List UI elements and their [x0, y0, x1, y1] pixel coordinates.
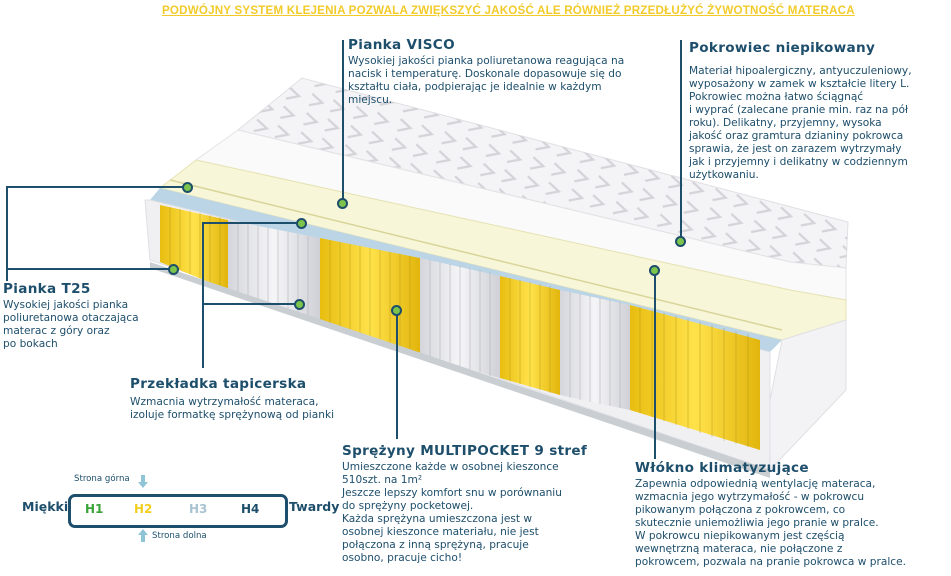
- connector-springs: [396, 309, 398, 439]
- hardness-h2: H2: [134, 502, 153, 516]
- hardness-scale: H1 H2 H3 H4: [68, 494, 288, 528]
- feature-cover-title: Pokrowiec niepikowany: [689, 40, 876, 56]
- connector-padding-bottom: [202, 303, 298, 305]
- hard-label: Twardy: [289, 499, 340, 514]
- arrow-up-icon: [138, 529, 148, 542]
- connector-cover: [680, 40, 682, 240]
- feature-fiber: Włókno klimatyzujące Zapewnia odpowiedni…: [635, 460, 951, 569]
- connector-visco: [342, 40, 344, 202]
- marker-springs: [391, 305, 402, 316]
- marker-padding-top: [296, 218, 307, 229]
- marker-t25-bottom: [168, 264, 179, 275]
- marker-cover: [675, 236, 686, 247]
- feature-springs: Sprężyny MULTIPOCKET 9 stref Umieszczone…: [342, 443, 632, 565]
- hardness-h3: H3: [189, 502, 208, 516]
- feature-fiber-title: Włókno klimatyzujące: [635, 460, 809, 476]
- hardness-h1: H1: [85, 502, 104, 516]
- marker-padding-bottom: [294, 299, 305, 310]
- feature-visco: Pianka VISCO Wysokiej jakości pianka pol…: [348, 37, 678, 107]
- connector-t25-top: [6, 186, 186, 188]
- feature-padding-title: Przekładka tapicerska: [130, 376, 307, 392]
- connector-fiber: [654, 269, 656, 459]
- banner-headline: PODWÓJNY SYSTEM KLEJENIA POZWALA ZWIĘKSZ…: [162, 4, 855, 17]
- feature-cover: Pokrowiec niepikowany Materiał hipoalerg…: [689, 40, 951, 182]
- feature-t25-title: Pianka T25: [3, 281, 91, 297]
- feature-fiber-text: Zapewnia odpowiednią wentylację materaca…: [635, 478, 906, 568]
- feature-cover-text: Materiał hipoalergiczny, antyuczuleniowy…: [689, 65, 912, 181]
- feature-padding-text: Wzmacnia wytrzymałość materaca, izoluje …: [130, 396, 335, 421]
- bottom-side-label: Strona dolna: [152, 531, 207, 541]
- connector-padding-top: [202, 222, 300, 224]
- connector-padding-v: [202, 222, 204, 368]
- feature-visco-title: Pianka VISCO: [348, 37, 455, 53]
- connector-t25-bottom: [6, 268, 172, 270]
- feature-padding: Przekładka tapicerska Wzmacnia wytrzymał…: [130, 376, 390, 422]
- feature-t25-text: Wysokiej jakości pianka poliuretanowa ot…: [3, 299, 139, 350]
- feature-springs-title: Sprężyny MULTIPOCKET 9 stref: [342, 443, 588, 459]
- soft-label: Miękki: [22, 499, 69, 514]
- marker-fiber: [649, 265, 660, 276]
- connector-t25-v: [6, 186, 8, 281]
- marker-visco: [337, 198, 348, 209]
- feature-springs-text: Umieszczone każde w osobnej kieszonce 51…: [342, 461, 562, 564]
- feature-visco-text: Wysokiej jakości pianka poliuretanowa re…: [348, 55, 625, 106]
- feature-t25: Pianka T25 Wysokiej jakości pianka poliu…: [3, 281, 183, 351]
- marker-t25-top: [182, 182, 193, 193]
- hardness-h4: H4: [241, 502, 260, 516]
- arrow-down-icon: [138, 475, 148, 488]
- top-side-label: Strona górna: [74, 474, 130, 484]
